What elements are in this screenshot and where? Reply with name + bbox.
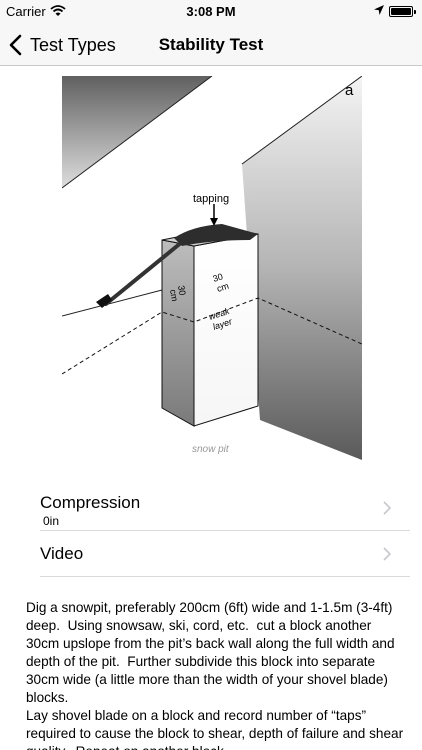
back-button-label: Test Types xyxy=(30,34,116,55)
battery-icon xyxy=(389,6,416,17)
block-left-face xyxy=(161,239,195,427)
test-description: Dig a snowpit, preferably 200cm (6ft) wi… xyxy=(26,600,404,750)
battery-fill xyxy=(391,8,411,15)
shovel-handle xyxy=(104,240,184,306)
panel-letter: a xyxy=(345,82,354,99)
status-time: 3:08 PM xyxy=(186,4,236,19)
back-button[interactable]: Test Types xyxy=(8,30,116,60)
location-arrow-icon xyxy=(374,5,384,15)
chevron-right-icon xyxy=(383,501,391,515)
shovel-grip xyxy=(96,294,112,308)
stability-test-illustration: a tapping 30 cm 30 cm weak layer snow pi… xyxy=(62,76,362,460)
compression-value: 0in xyxy=(43,514,60,528)
chevron-left-icon xyxy=(9,34,22,56)
top-dimension-number: 30 xyxy=(212,271,225,284)
weak-layer-line xyxy=(62,297,362,375)
side-dimension-unit: cm xyxy=(168,289,180,303)
wifi-icon xyxy=(50,5,66,16)
figure-caption: snow pit xyxy=(192,444,230,455)
side-dimension-number: 30 xyxy=(176,285,188,297)
video-label: Video xyxy=(40,544,84,563)
shovel-blade xyxy=(174,224,258,246)
status-bar: Carrier 3:08 PM xyxy=(0,0,422,24)
navigation-bar: Test Types Stability Test xyxy=(0,24,422,66)
compression-row[interactable]: Compression 0in xyxy=(40,482,410,531)
block-front-face xyxy=(193,233,259,427)
compression-label: Compression xyxy=(40,493,141,512)
video-row[interactable]: Video xyxy=(40,531,410,577)
battery-nub xyxy=(414,10,416,14)
carrier-label: Carrier xyxy=(6,4,46,19)
pit-back-wall xyxy=(242,76,362,460)
tapping-label: tapping xyxy=(193,193,229,205)
chevron-right-icon xyxy=(383,547,391,561)
page-title: Stability Test xyxy=(158,35,264,54)
top-dimension-unit: cm xyxy=(216,281,231,294)
